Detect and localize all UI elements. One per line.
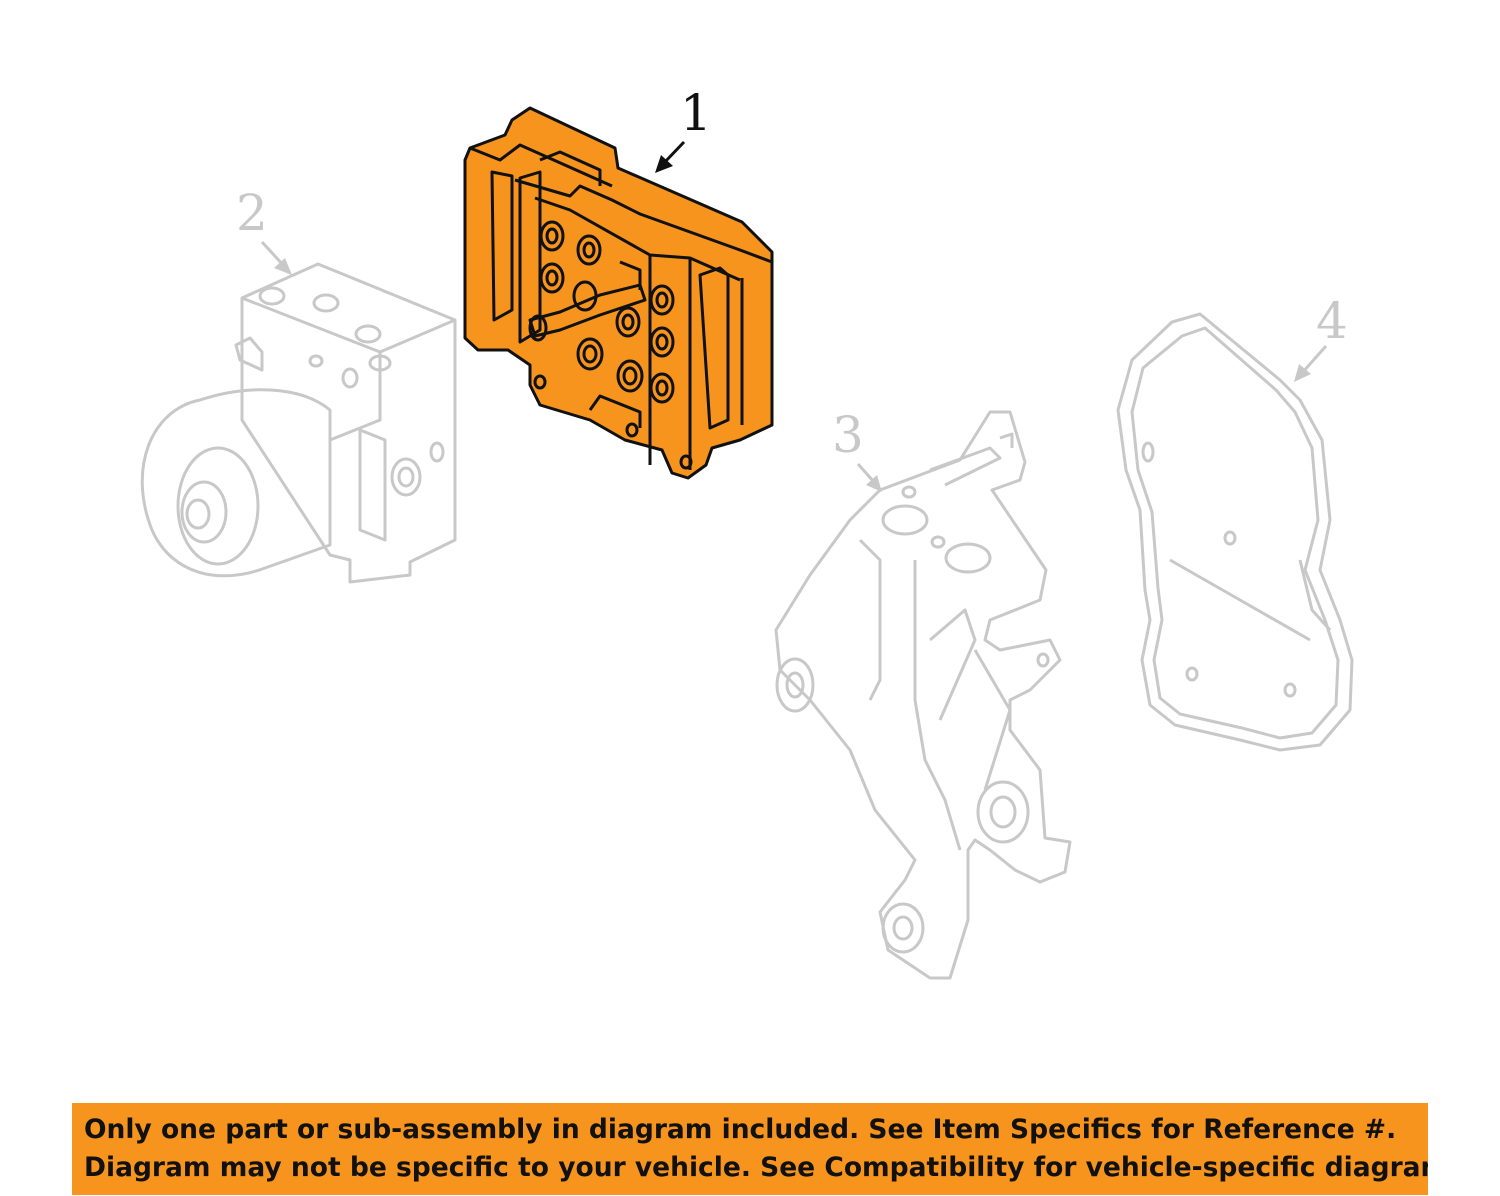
part-4-shield: [1116, 312, 1354, 752]
parts-diagram: [140, 106, 1354, 980]
leader-arrow-2: [260, 240, 292, 275]
leader-arrow-3: [856, 463, 882, 492]
disclaimer-line-1: Only one part or sub-assembly in diagram…: [84, 1114, 1397, 1145]
callout-number-3: 3: [832, 406, 864, 464]
disclaimer-banner: Only one part or sub-assembly in diagram…: [72, 1103, 1428, 1195]
part-3-mounting-bracket: [774, 410, 1072, 980]
leader-arrow-1: [655, 140, 686, 173]
callout-number-1: 1: [680, 84, 712, 142]
leader-arrow-4: [1294, 345, 1328, 382]
callout-number-4: 4: [1316, 292, 1348, 350]
part-1-abs-control-module: [463, 106, 774, 480]
part-2-abs-pump-assembly: [140, 262, 457, 584]
callout-number-2: 2: [236, 184, 268, 242]
disclaimer-line-2: Diagram may not be specific to your vehi…: [84, 1152, 1428, 1183]
